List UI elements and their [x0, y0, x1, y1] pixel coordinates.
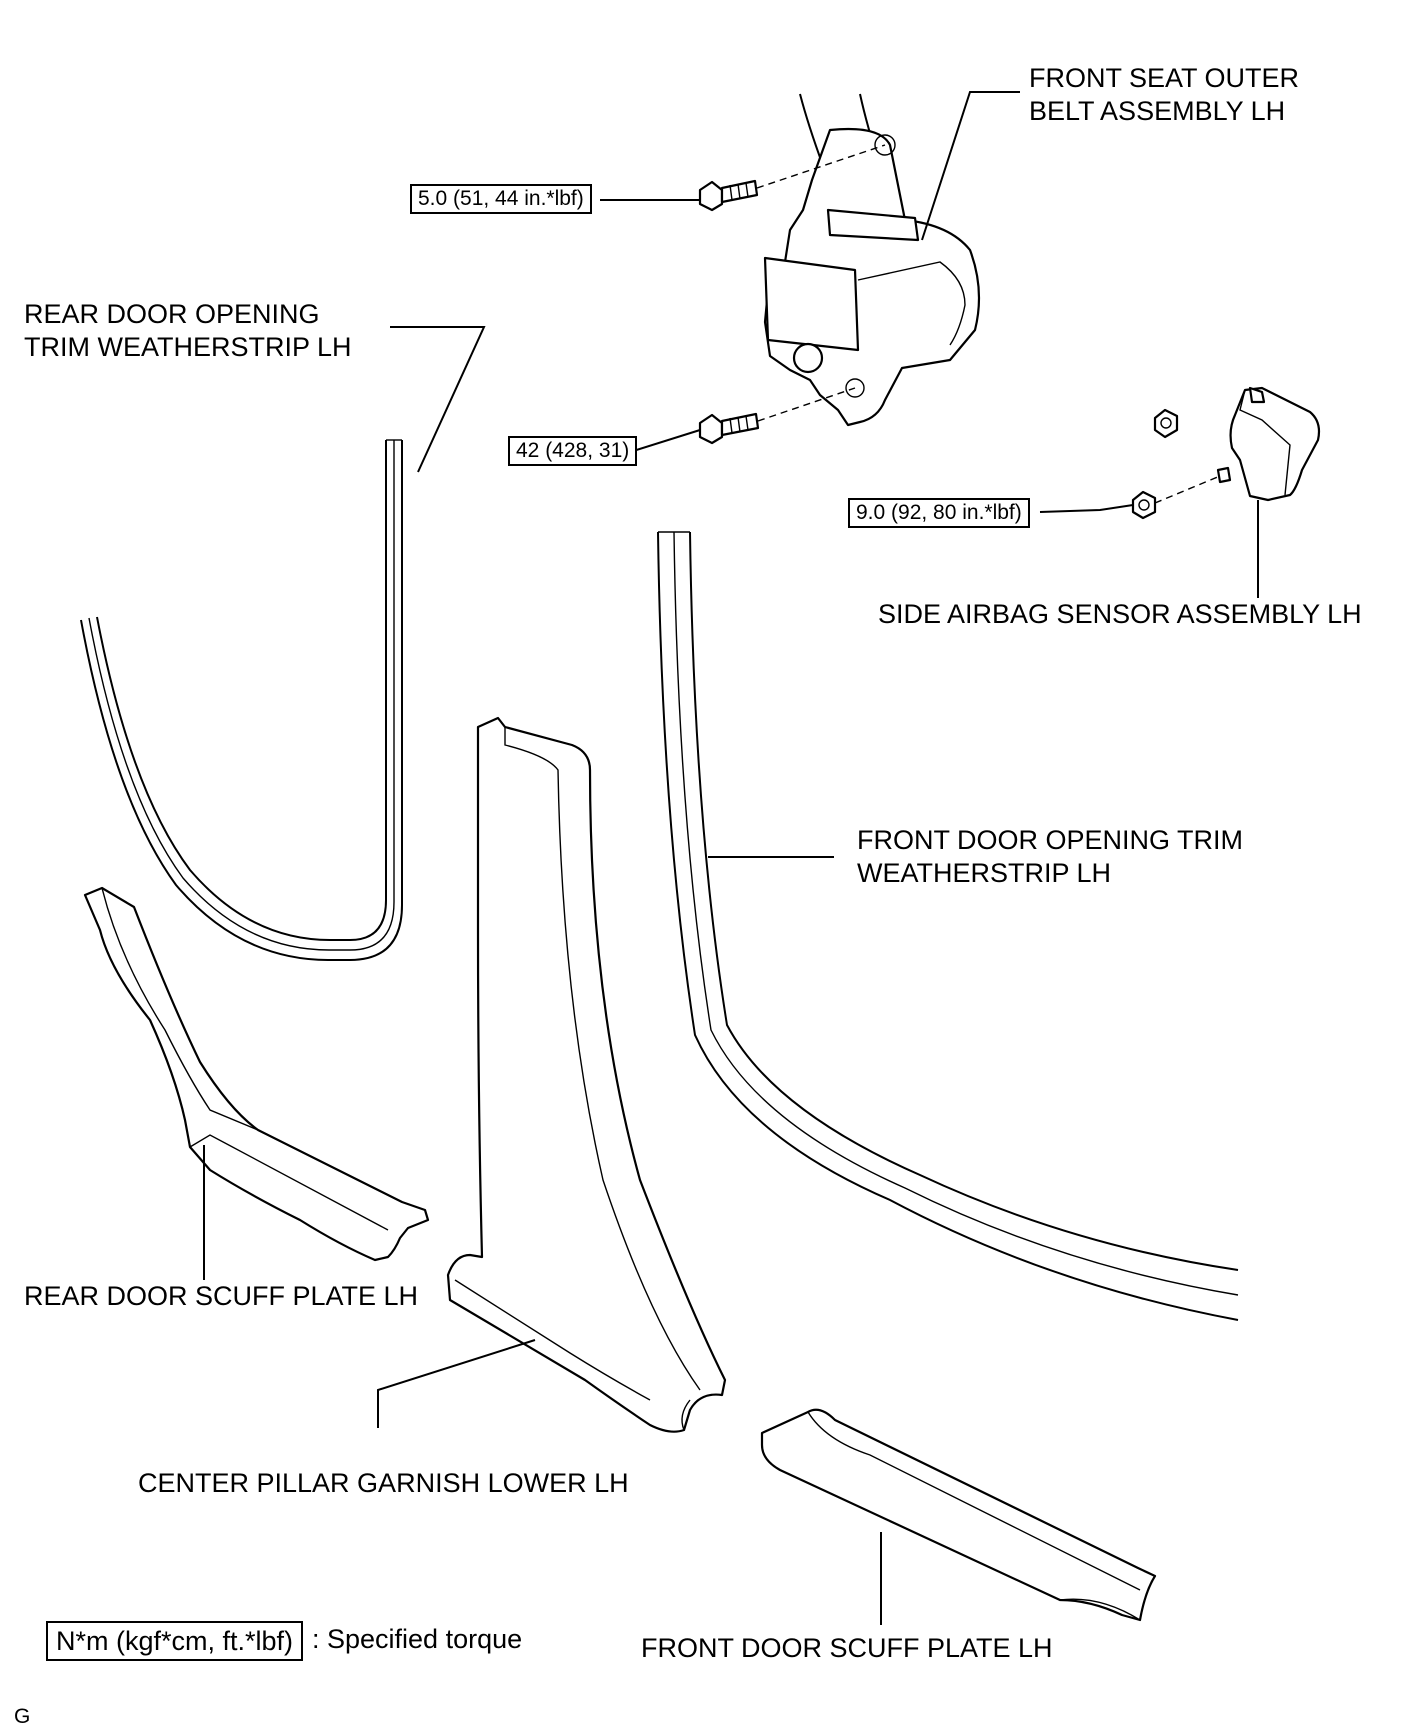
side-airbag-sensor-drawing	[1131, 386, 1321, 520]
rear-door-scuff-plate-label: REAR DOOR SCUFF PLATE LH	[24, 1281, 419, 1311]
front-seat-belt-label-line1: FRONT SEAT OUTER	[1029, 63, 1300, 93]
rear-door-weatherstrip-label-line1: REAR DOOR OPENING	[24, 299, 320, 329]
lower-belt-bolt-drawing	[698, 387, 856, 445]
center-pillar-garnish-label: CENTER PILLAR GARNISH LOWER LH	[138, 1468, 629, 1498]
airbag-sensor-nut-torque: 9.0 (92, 80 in.*lbf)	[848, 498, 1030, 528]
lower-belt-bolt-torque: 42 (428, 31)	[508, 436, 638, 466]
front-door-weatherstrip-drawing	[657, 531, 1239, 1321]
rear-door-weatherstrip-drawing	[80, 439, 403, 961]
front-door-weatherstrip-label-line1: FRONT DOOR OPENING TRIM	[857, 825, 1244, 855]
rear-door-scuff-plate-drawing	[83, 886, 430, 1262]
torque-legend-description: : Specified torque	[312, 1624, 523, 1654]
rear-door-weatherstrip-label-line2: TRIM WEATHERSTRIP LH	[24, 332, 352, 362]
figure-code: G	[14, 1705, 31, 1728]
upper-belt-bolt-torque: 5.0 (51, 44 in.*lbf)	[410, 184, 592, 214]
leader-lines	[203, 91, 1259, 1625]
torque-unit-legend-box: N*m (kgf*cm, ft.*lbf)	[46, 1621, 304, 1661]
front-door-scuff-plate-label: FRONT DOOR SCUFF PLATE LH	[641, 1633, 1053, 1663]
seat-belt-assembly-drawing	[763, 93, 981, 427]
upper-belt-bolt-drawing	[698, 144, 886, 212]
front-door-weatherstrip-label-line2: WEATHERSTRIP LH	[857, 858, 1112, 888]
front-door-scuff-plate-drawing	[760, 1408, 1157, 1622]
center-pillar-garnish-drawing	[446, 716, 727, 1433]
front-seat-belt-label-line2: BELT ASSEMBLY LH	[1029, 96, 1286, 126]
side-airbag-sensor-label: SIDE AIRBAG SENSOR ASSEMBLY LH	[878, 599, 1362, 629]
